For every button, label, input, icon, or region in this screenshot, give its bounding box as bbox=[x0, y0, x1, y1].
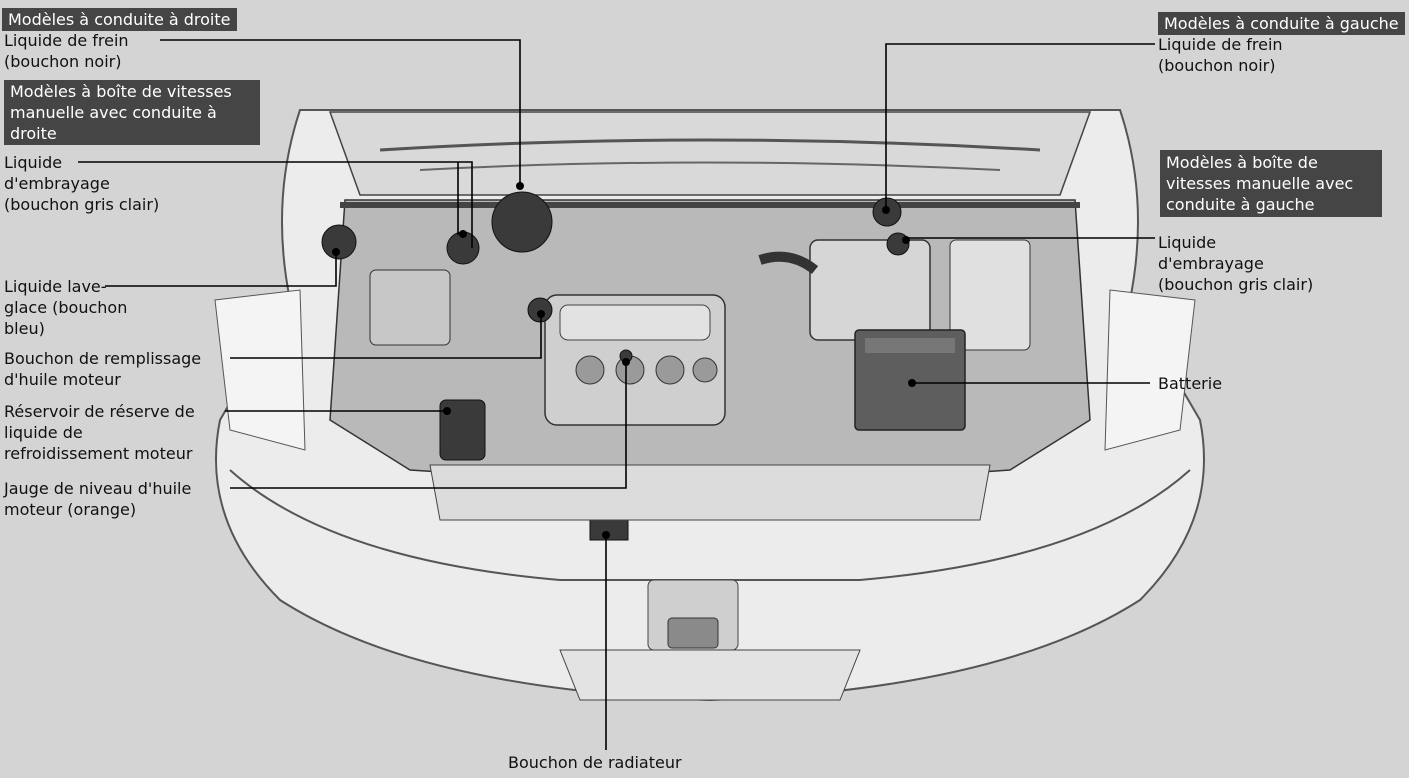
label-radiator-cap: Bouchon de radiateur bbox=[508, 753, 682, 772]
label-oil-dipstick: Jauge de niveau d'huile moteur (orange) bbox=[4, 479, 192, 519]
label-clutch-fluid-rhd: Liquide d'embrayage (bouchon gris clair) bbox=[4, 153, 160, 214]
label-coolant-reserve: Réservoir de réserve de liquide de refro… bbox=[4, 402, 195, 463]
label-clutch-fluid-lhd: Liquide d'embrayage (bouchon gris clair) bbox=[1158, 233, 1314, 294]
label-brake-fluid-rhd: Liquide de frein (bouchon noir) bbox=[4, 31, 129, 71]
badge-lhd-manual: Modèles à boîte de vitesses manuelle ave… bbox=[1160, 150, 1382, 217]
label-battery: Batterie bbox=[1158, 374, 1223, 393]
label-oil-filler-cap: Bouchon de remplissage d'huile moteur bbox=[4, 349, 202, 389]
badge-rhd-models: Modèles à conduite à droite bbox=[2, 8, 237, 31]
label-washer-fluid: Liquide lave- glace (bouchon bleu) bbox=[4, 277, 128, 338]
label-brake-fluid-lhd: Liquide de frein (bouchon noir) bbox=[1158, 35, 1283, 75]
badge-lhd-models: Modèles à conduite à gauche bbox=[1158, 12, 1405, 35]
badge-rhd-manual: Modèles à boîte de vitesses manuelle ave… bbox=[4, 80, 260, 145]
